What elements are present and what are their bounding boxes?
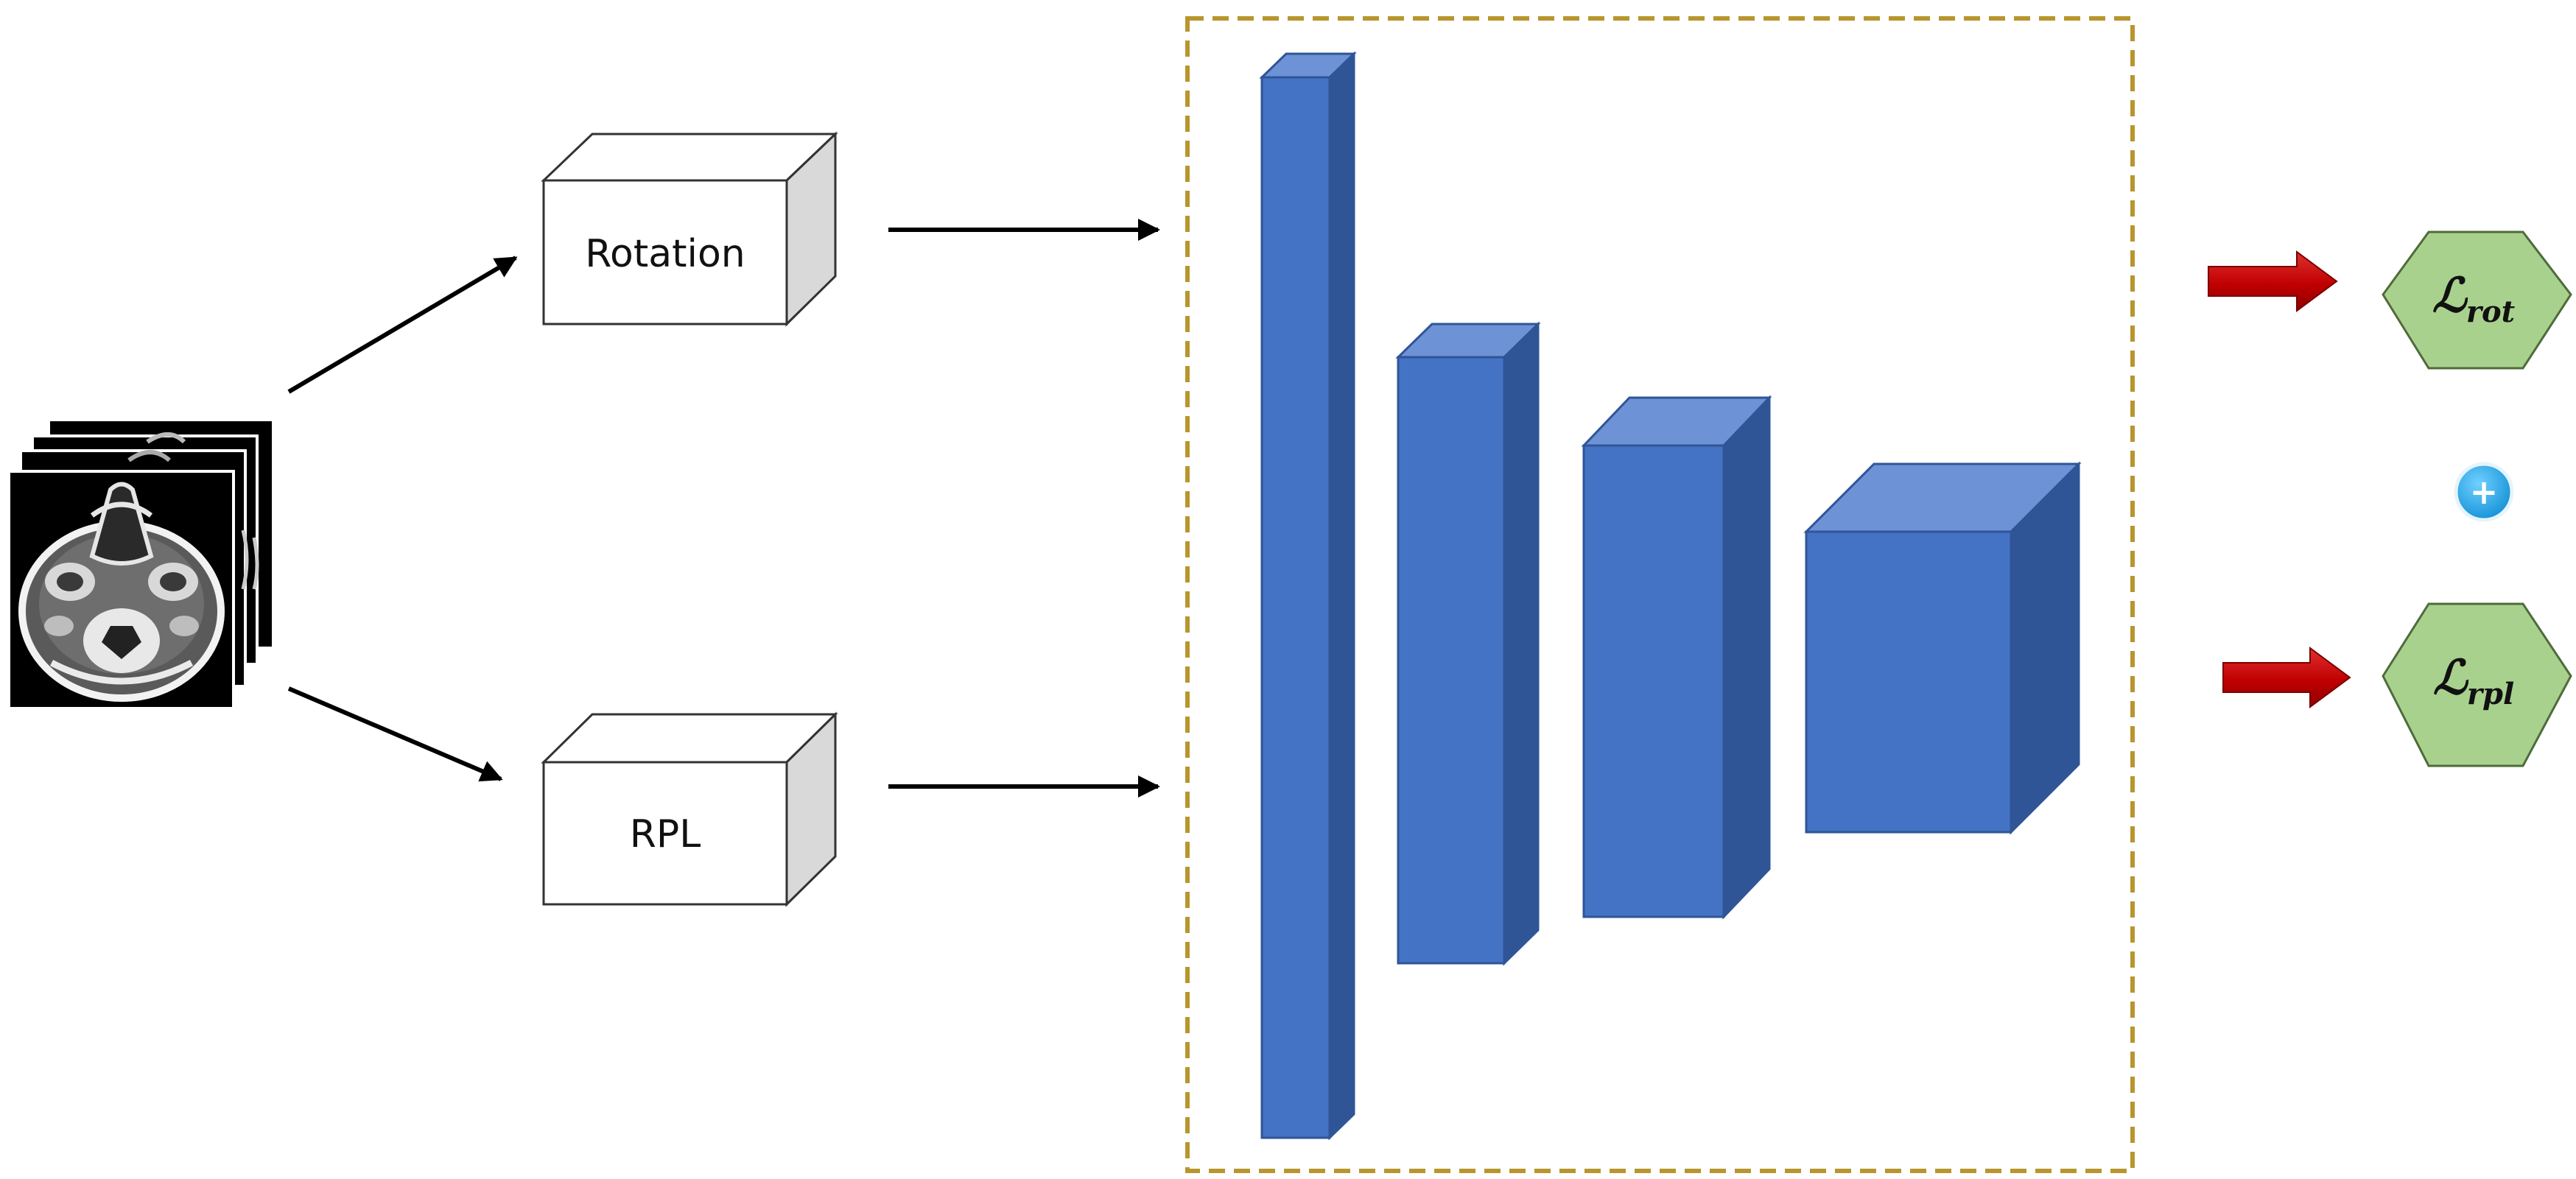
loss-symbol-rot: ℒ <box>2432 268 2468 323</box>
network-block-2-front <box>1397 356 1506 965</box>
ct-back-detail-2 <box>127 450 171 462</box>
task-box-rotation: Rotation <box>541 131 838 327</box>
task-label-rpl: RPL <box>630 812 701 856</box>
loss-hexagon-rot-shape <box>2382 230 2572 370</box>
arrow-input-to-rpl <box>287 686 503 782</box>
network-block-2-side <box>1503 321 1540 966</box>
task-box-rpl: RPL <box>541 711 838 907</box>
network-block-1-side <box>1328 51 1355 1141</box>
task-label-rotation: Rotation <box>585 232 745 276</box>
arrow-input-to-rotation <box>287 256 518 394</box>
task-box-rotation-top <box>541 133 838 182</box>
ct-back-detail-3 <box>241 529 259 590</box>
loss-subscript-rot: rot <box>2466 295 2516 329</box>
network-block-1 <box>1259 51 1357 1141</box>
network-block-4-front <box>1805 530 2012 834</box>
network-block-4 <box>1803 461 2082 835</box>
loss-hexagon-rot: ℒrot <box>2382 230 2572 370</box>
task-box-rotation-front <box>542 179 788 325</box>
output-arrow-rpl <box>2222 647 2351 708</box>
ct-back-detail <box>146 432 186 444</box>
ct-slice-stack <box>7 418 275 710</box>
network-block-3-front <box>1582 444 1725 918</box>
loss-symbol-rpl: ℒ <box>2433 650 2469 705</box>
task-box-rpl-top <box>541 713 838 764</box>
network-block-3-side <box>1722 395 1771 920</box>
ct-head-image <box>18 482 225 702</box>
plus-sign: + <box>2470 472 2499 512</box>
network-block-1-front <box>1260 76 1331 1139</box>
network-block-2 <box>1395 321 1541 966</box>
plus-circle <box>2454 462 2514 522</box>
loss-hexagon-rpl: ℒrpl <box>2382 602 2572 767</box>
loss-label-rot: ℒrot <box>2432 268 2516 329</box>
loss-label-rpl: ℒrpl <box>2433 650 2514 711</box>
loss-subscript-rpl: rpl <box>2467 677 2514 711</box>
combine-plus: + <box>2454 462 2514 522</box>
network-border <box>1185 16 2135 1173</box>
loss-hexagon-rpl-shape <box>2382 602 2572 767</box>
output-arrow-rot <box>2208 250 2338 312</box>
task-box-rpl-front <box>542 761 788 906</box>
network-block-3 <box>1581 395 1772 920</box>
